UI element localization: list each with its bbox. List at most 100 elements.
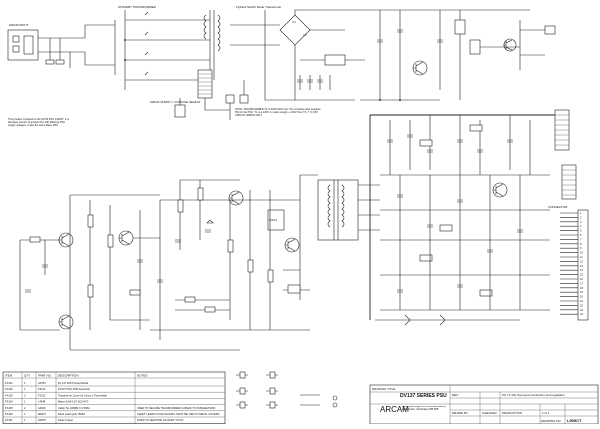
drawing-note: NOTE: TRANSFORMER T1 is 240V/120V set. T… (235, 108, 321, 117)
parts-table-cell: FX103 (5, 393, 13, 397)
drawn-by-label: DRAWN BY (452, 411, 468, 415)
connector-label: CONNECTOR (548, 205, 568, 209)
parts-table-cell: FX107 (5, 418, 13, 422)
title-block: DRAWING TITLE DV137 SERIES PSU ARCAM A &… (369, 384, 599, 425)
connector-pin-number: 23 (580, 308, 583, 312)
main-output-connector (577, 209, 589, 321)
rev-description: PS YX Dfv Improved conduction and regula… (502, 393, 565, 397)
connector-pin-number: 18 (580, 286, 583, 290)
right-edge-connector: 123456789101112131415161718192021222324 … (548, 109, 589, 321)
mains-transformer: Flyback Switch Mode Transformer (203, 5, 281, 80)
parts-table-header: NOTES (137, 374, 147, 378)
parts-table-cell: FX102 (5, 387, 13, 391)
mains-supply-connector: MAINS SUPPLY / VOLTAGE SELECT (150, 69, 249, 120)
parts-table: ITEM QTY PART NO. DESCRIPTION NOTES FX101 1 H37… (2, 371, 226, 425)
control-transistors (175, 179, 244, 250)
parts-table-cell: Dv 137 IMS Printed Board (58, 381, 89, 385)
status-text: PRODUCTION (502, 411, 522, 415)
connector-pin-number: 10 (580, 251, 583, 255)
connector-pin-number: 7 (580, 237, 582, 241)
connector-pin-number: 22 (580, 303, 583, 307)
top-right-regulator (360, 9, 556, 101)
parts-table-cell: L4948 (38, 400, 46, 404)
mains-input-connector: MAINS INPUT (7, 23, 39, 61)
notes: This product is based on the 617W PSU 14… (8, 108, 321, 127)
connector-pin-number: 16 (580, 277, 583, 281)
transformer-note: This product is based on the 617W PSU 14… (8, 118, 69, 127)
connector-pin-number: 5 (580, 229, 582, 233)
secondary-rails (369, 114, 560, 326)
parts-table-cell: FX105 (5, 406, 13, 410)
connector-pin-number: 14 (580, 268, 583, 272)
connector-pin-number: 8 (580, 242, 582, 246)
flyback-label: Flyback Switch Mode Transformer (236, 5, 281, 9)
drawing-no: L905CT (567, 418, 582, 423)
input-stage (19, 194, 240, 351)
parts-table-cell: FIXED TO HEATSINK AS WHAT TO DO (137, 418, 183, 422)
parts-table-cell: Earth Lead Quik 75MM (58, 412, 85, 416)
parts-table-cell: USED TO SECURE TRANSFORMER CABLES TO PCB… (137, 406, 216, 410)
connector-pin-number: 17 (580, 281, 583, 285)
standby-transformer-label: STANDBY TRANSFORMER (118, 5, 157, 9)
parts-table-cell: Cable Tie 100MM X 2.5MM (58, 406, 89, 410)
parts-table-header: ITEM (5, 374, 13, 378)
ref-chip-label: IC101 (269, 218, 277, 222)
connector-pin-number: 19 (580, 290, 583, 294)
connector-pin-number: 15 (580, 273, 583, 277)
parts-table-cell: M8476 (38, 412, 46, 416)
parts-table-cell: 1 (24, 412, 26, 416)
rev-label: REV (452, 393, 458, 397)
switching-stage: IC101 (150, 190, 310, 331)
fuse-legend (236, 371, 338, 409)
parts-table-cell: SAFETY EARTH FOR CHASSIS, MUST BE TIED T… (137, 412, 220, 416)
parts-table-cell: Peak Copper (58, 418, 73, 422)
connector-pin-number: 2 (580, 215, 582, 219)
connector-pin-number: 20 (580, 295, 583, 299)
parts-table-header: QTY (24, 374, 30, 378)
mains-input-label: MAINS INPUT (9, 23, 29, 27)
drawing-title-label: DRAWING TITLE (372, 387, 395, 391)
parts-table-header: DESCRIPTION (58, 374, 79, 378)
connector-pin-number: 4 (580, 224, 582, 228)
connector-pin-number: 3 (580, 220, 582, 224)
parts-table-cell: F2313 (38, 393, 46, 397)
parts-table-cell: DV137 PSU PCB Assembly (58, 387, 91, 391)
parts-table-cell: H3754 (38, 381, 46, 385)
parts-table-cell: 1 (24, 387, 26, 391)
parts-table-cell: 1 (24, 400, 26, 404)
parts-table-cell: 1 (24, 418, 26, 422)
parts-table-cell: FX101 (5, 381, 13, 385)
sheet-number: 1 of 1 (542, 411, 550, 415)
parts-table-cell: A4040 (38, 406, 46, 410)
parts-table-cell: Transformer Cover for 15mm 1 Fuseholder (58, 393, 107, 397)
connector-pin-number: 21 (580, 299, 583, 303)
connector-pin-number: 11 (580, 255, 583, 259)
input-wiring: STANDBY TRANSFORMER (38, 5, 210, 90)
parts-table-header: PART NO. (38, 374, 52, 378)
checked-label: CHECKED (482, 411, 498, 415)
parts-table-cell: 2 (24, 393, 26, 397)
parts-table-cell: FX106 (5, 412, 13, 416)
mains-supply-label: MAINS SUPPLY / VOLTAGE SELECT (150, 100, 201, 104)
parts-table-cell: 1 (24, 381, 26, 385)
flyback-transformer (299, 174, 380, 300)
parts-table-cell: F2142 (38, 387, 46, 391)
bridge-rectifier (230, 9, 365, 101)
parts-table-cell: H1876 (38, 418, 46, 422)
connector-pin-number: 12 (580, 259, 583, 263)
drawing-title: DV137 SERIES PSU (400, 393, 447, 399)
connector-pin-number: 9 (580, 246, 582, 250)
parts-table-cell: 2 (24, 406, 26, 410)
parts-table-cell: FX104 (5, 400, 13, 404)
connector-pin-number: 13 (580, 264, 583, 268)
top-capacitor-bank (297, 54, 365, 90)
connector-pin-number: 24 (580, 312, 583, 316)
connector-pin-number: 1 (580, 211, 582, 215)
company-logo-text: ARCAM (380, 405, 409, 414)
drawing-no-label: DRAWING NO (541, 419, 561, 423)
parts-table-cell: Mains 3x06-12/7.5(2) HTS (58, 400, 89, 404)
connector-pin-number: 6 (580, 233, 582, 237)
